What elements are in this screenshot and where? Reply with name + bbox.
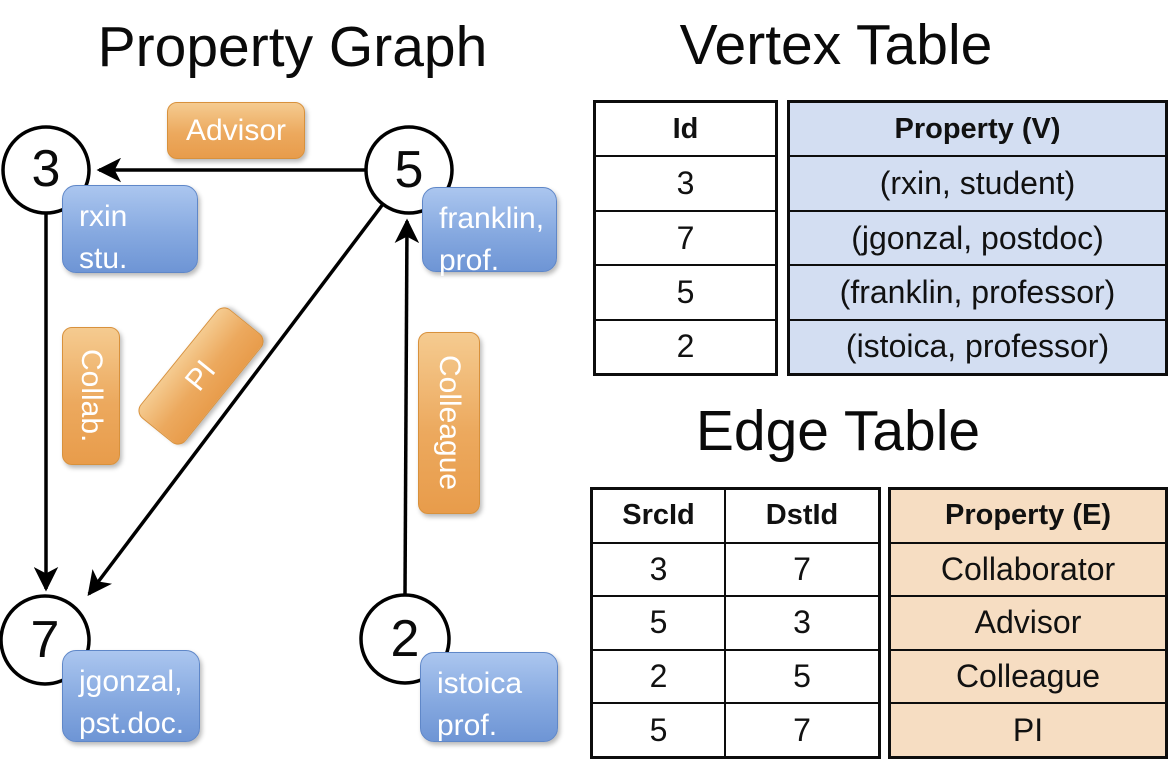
table-cell: 2 bbox=[593, 648, 724, 703]
edge-table-property-header: Property (E) bbox=[945, 499, 1111, 532]
edge-table-dstid-column: DstId 7 3 5 7 bbox=[726, 490, 878, 756]
vertex-property-line: stu. bbox=[79, 242, 128, 275]
edge-table-srcid-column: SrcId 3 5 2 5 bbox=[593, 490, 726, 756]
node-id-3: 3 bbox=[31, 139, 61, 198]
vertex-property-franklin: franklin, prof. bbox=[422, 187, 557, 277]
vertex-property-line: istoica bbox=[437, 667, 523, 700]
vertex-property-line: pst.doc. bbox=[79, 707, 185, 740]
table-cell: Advisor bbox=[891, 595, 1165, 649]
vertex-table-id-header: Id bbox=[672, 112, 699, 145]
vertex-property-line: rxin bbox=[79, 200, 128, 233]
vertex-property-line: jgonzal, bbox=[79, 665, 183, 698]
table-cell: 2 bbox=[596, 318, 775, 373]
edge-table-title: Edge Table bbox=[695, 399, 981, 463]
edge-label-collab: Collab. bbox=[62, 327, 120, 465]
table-cell: 5 bbox=[593, 595, 724, 649]
table-cell: 7 bbox=[726, 541, 878, 596]
node-id-7: 7 bbox=[30, 610, 60, 669]
edge-label-advisor: Advisor bbox=[167, 102, 305, 159]
table-cell: (franklin, professor) bbox=[790, 264, 1165, 318]
vertex-property-line: prof. bbox=[439, 244, 500, 277]
vertex-property-line: franklin, bbox=[439, 202, 545, 235]
table-cell: (rxin, student) bbox=[790, 155, 1165, 209]
edge-table-dstid-header: DstId bbox=[765, 499, 839, 532]
table-cell: 3 bbox=[593, 541, 724, 596]
vertex-property-istoica: istoica prof. bbox=[420, 652, 558, 742]
table-cell: PI bbox=[891, 702, 1165, 756]
table-cell: (istoica, professor) bbox=[790, 318, 1165, 373]
vertex-table-title: Vertex Table bbox=[679, 13, 993, 77]
vertex-table-property-column: Property (V) (rxin, student) (jgonzal, p… bbox=[787, 100, 1168, 376]
vertex-property-line: prof. bbox=[437, 709, 498, 742]
table-cell: 5 bbox=[593, 702, 724, 756]
vertex-table-id-column: Id 3 7 5 2 bbox=[593, 100, 778, 376]
table-cell: 3 bbox=[596, 155, 775, 209]
vertex-property-jgonzal: jgonzal, pst.doc. bbox=[62, 650, 200, 742]
table-cell: 7 bbox=[726, 702, 878, 756]
edge-label-colleague: Colleague bbox=[418, 332, 480, 514]
vertex-property-rxin: rxin stu. bbox=[62, 185, 198, 275]
property-graph-title: Property Graph bbox=[97, 15, 488, 79]
table-cell: 7 bbox=[596, 209, 775, 264]
edge-2-5 bbox=[394, 218, 420, 596]
node-id-2: 2 bbox=[390, 609, 420, 668]
table-cell: (jgonzal, postdoc) bbox=[790, 209, 1165, 264]
edge-5-7 bbox=[87, 202, 385, 596]
table-cell: 5 bbox=[726, 648, 878, 703]
table-cell: 3 bbox=[726, 595, 878, 649]
vertex-table-property-header: Property (V) bbox=[894, 112, 1061, 145]
edge-table-srcid-header: SrcId bbox=[622, 499, 695, 532]
edge-table-id-columns: SrcId 3 5 2 5 DstId 7 3 5 7 bbox=[590, 487, 881, 759]
node-id-5: 5 bbox=[394, 140, 424, 199]
edge-table-property-column: Property (E) Collaborator Advisor Collea… bbox=[888, 487, 1168, 759]
table-cell: Colleague bbox=[891, 648, 1165, 703]
table-cell: 5 bbox=[596, 264, 775, 318]
table-cell: Collaborator bbox=[891, 541, 1165, 596]
